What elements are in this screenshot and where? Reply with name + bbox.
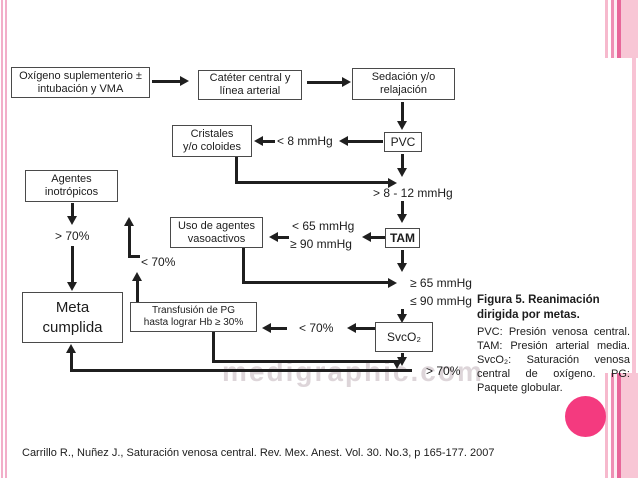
- box-agentes-inotropicos: Agentes inotrópicos: [25, 170, 118, 202]
- pink-circle-decoration: [565, 396, 606, 437]
- arrow-thresholds-vasoactivos: [278, 236, 289, 239]
- line-transfusion-down: [212, 332, 215, 360]
- box-sedacion: Sedación y/o relajación: [352, 68, 455, 100]
- arrowhead: [132, 272, 142, 281]
- arrow-tam-left: [371, 236, 385, 239]
- arrow-pvc-goal: [401, 154, 404, 168]
- box-uso-vasoactivos: Uso de agentes vasoactivos: [170, 217, 263, 248]
- arrowhead: [254, 136, 263, 146]
- arrow-goal-meta: [71, 246, 74, 282]
- box-tam: TAM: [385, 228, 420, 248]
- left-edge-stripe-1: [1, 0, 3, 478]
- arrow-low-transfusion: [271, 327, 287, 330]
- label-sat-low-mid: < 70%: [141, 255, 176, 269]
- line-low-up: [128, 226, 131, 258]
- arrowhead: [388, 278, 397, 288]
- stripe-decoration-top: [605, 0, 638, 58]
- label-tam-goal-2: ≤ 90 mmHg: [410, 294, 472, 308]
- box-svco2: SvcO₂: [375, 322, 433, 352]
- label-svco2-goal: > 70%: [426, 364, 461, 378]
- arrow-return-up: [70, 353, 73, 369]
- arrow-cateter-sedacion: [307, 81, 342, 84]
- arrow-goal-tam: [401, 201, 404, 214]
- arrowhead: [347, 323, 356, 333]
- right-edge-thin-stripe: [632, 0, 636, 478]
- line-vasoactivos-down: [242, 248, 245, 281]
- label-pvc-low: < 8 mmHg: [277, 134, 333, 148]
- arrowhead: [397, 263, 407, 272]
- arrow-svco2-down: [401, 353, 404, 358]
- label-tam-high: ≥ 90 mmHg: [290, 237, 352, 251]
- label-pvc-goal: > 8 - 12 mmHg: [373, 186, 453, 200]
- arrow-transfusion-up: [136, 281, 139, 302]
- arrowhead: [397, 121, 407, 130]
- arrow-agentes-down: [71, 203, 74, 216]
- arrowhead: [180, 76, 189, 86]
- arrowhead: [124, 217, 134, 226]
- box-oxigeno: Oxígeno suplementerio ± intubación y VMA: [11, 67, 150, 98]
- arrowhead: [397, 168, 407, 177]
- arrow-pvc-low: [348, 140, 383, 143]
- box-pvc: PVC: [384, 132, 422, 152]
- line-cristales-right: [235, 181, 388, 184]
- stripe-decoration-bottom: [605, 373, 638, 478]
- arrowhead: [66, 344, 76, 353]
- arrowhead: [262, 323, 271, 333]
- figure-caption: Figura 5. Reanimación dirigida por metas…: [477, 293, 630, 395]
- arrowhead: [339, 136, 348, 146]
- label-tam-goal-1: ≥ 65 mmHg: [410, 276, 472, 290]
- arrow-goal-svco2: [401, 309, 404, 315]
- box-meta-cumplida: Meta cumplida: [22, 292, 123, 343]
- box-cristales: Cristales y/o coloides: [172, 125, 252, 157]
- figure-caption-body: PVC: Presión venosa central. TAM: Presió…: [477, 326, 630, 394]
- arrow-tam-down: [401, 250, 404, 263]
- arrowhead: [269, 232, 278, 242]
- arrowhead: [397, 214, 407, 223]
- label-inotropic-goal: > 70%: [55, 229, 90, 243]
- label-tam-low: < 65 mmHg: [292, 219, 355, 233]
- line-transfusion-right: [212, 360, 398, 363]
- figure-caption-title: Figura 5. Reanimación dirigida por metas…: [477, 294, 600, 321]
- arrowhead: [397, 357, 407, 366]
- label-svco2-low: < 70%: [299, 321, 334, 335]
- arrowhead: [362, 232, 371, 242]
- arrowhead: [392, 360, 402, 369]
- arrowhead: [342, 77, 351, 87]
- left-edge-stripe-2: [5, 0, 7, 478]
- line-low-corner: [128, 255, 140, 258]
- line-cristales-down: [235, 157, 238, 181]
- arrow-sedacion-pvc: [401, 102, 404, 121]
- arrowhead: [397, 314, 407, 323]
- arrow-oxigeno-cateter: [152, 80, 180, 83]
- box-transfusion-pg: Transfusión de PG hasta lograr Hb ≥ 30%: [130, 302, 257, 332]
- arrowhead: [67, 282, 77, 291]
- arrow-svco2-left: [356, 327, 375, 330]
- arrow-low-cristales: [263, 140, 275, 143]
- citation-text: Carrillo R., Nuñez J., Saturación venosa…: [22, 447, 495, 459]
- arrowhead: [67, 216, 77, 225]
- line-bottom-return: [70, 369, 412, 372]
- box-cateter: Catéter central y línea arterial: [198, 70, 302, 100]
- arrowhead: [388, 178, 397, 188]
- line-vasoactivos-right: [242, 281, 388, 284]
